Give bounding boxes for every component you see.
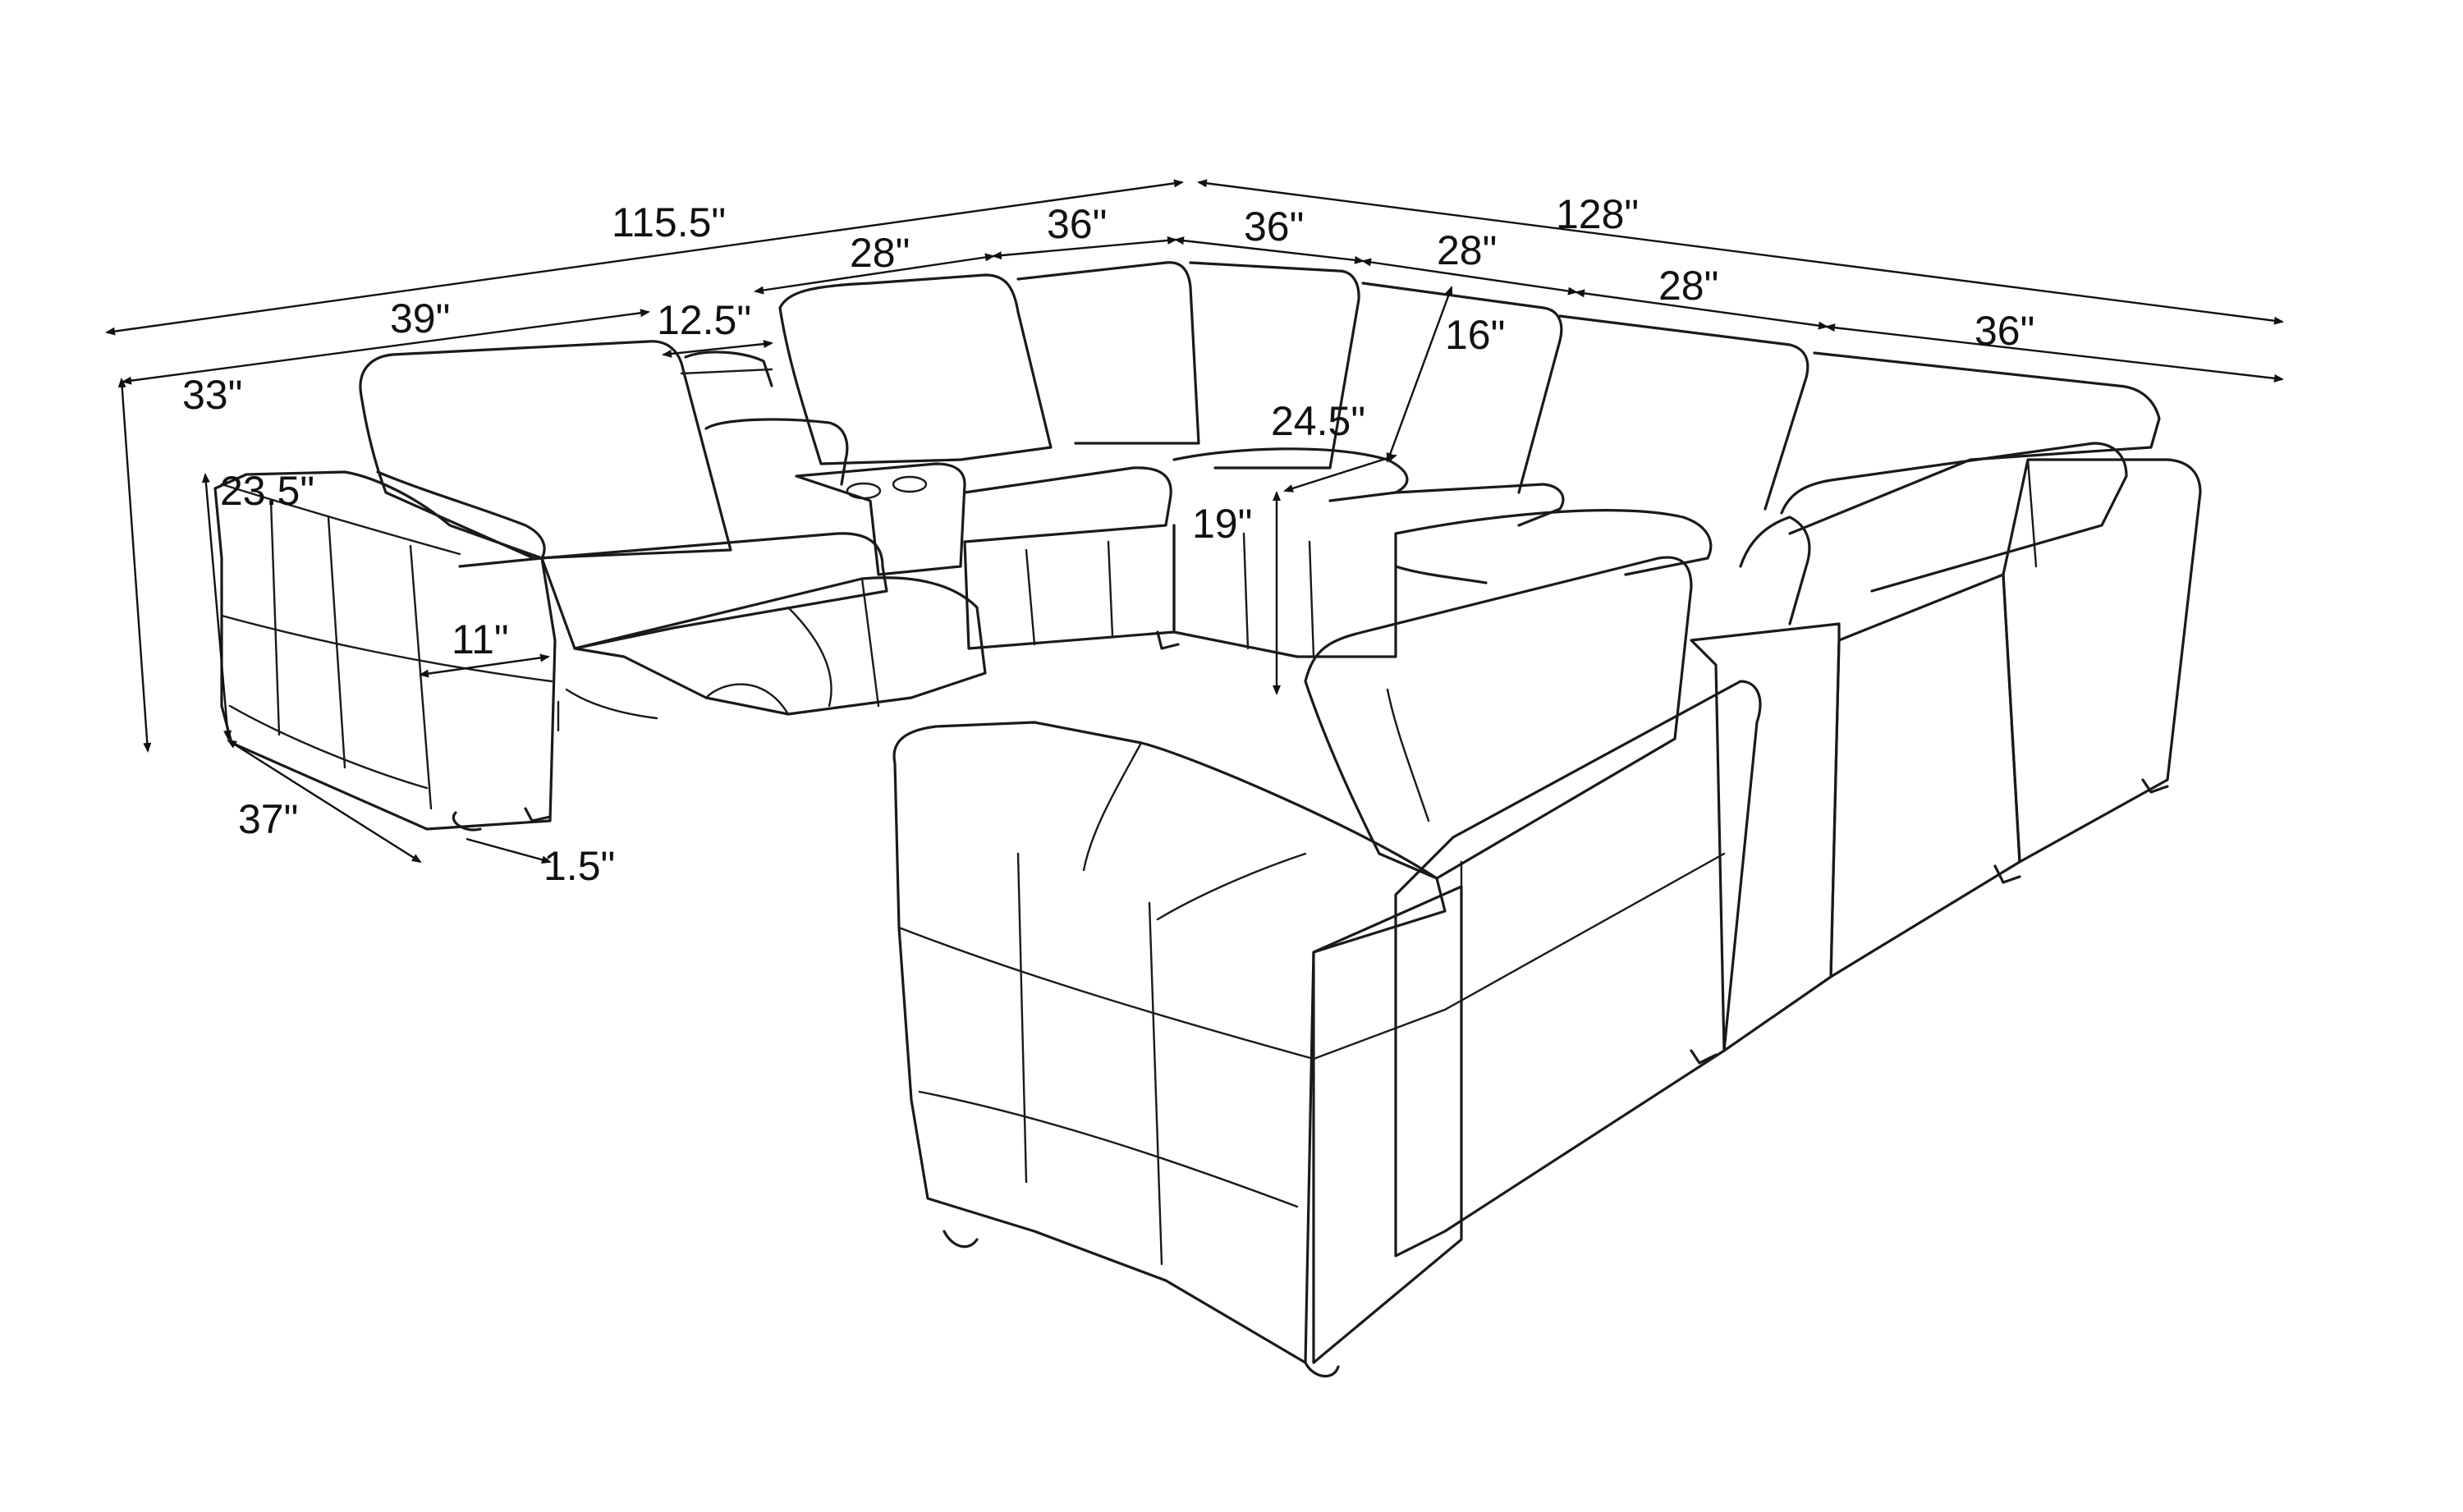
dim-armless-seat-width-b: 28" (1658, 263, 1718, 309)
dim-right-corner-width: 36" (1244, 204, 1304, 250)
dim-total-right-width: 128" (1556, 191, 1639, 237)
dim-left-corner-width: 36" (1047, 201, 1107, 247)
dim-seat-depth: 24.5" (1271, 398, 1365, 444)
dim-console-width: 12.5" (657, 297, 751, 343)
dim-armless-seat-width-a: 28" (1437, 227, 1497, 273)
dimension-labels: 115.5" 128" 39" 12.5" 28" 36" 36" 28" 28… (182, 191, 2034, 889)
dim-end-recliner-width: 36" (1975, 308, 2034, 354)
dim-total-left-width: 115.5" (612, 199, 726, 245)
dim-seat-height: 19" (1192, 501, 1252, 547)
dim-depth: 37" (238, 796, 298, 842)
dim-recliner-width: 39" (390, 296, 450, 341)
sofa-outline (213, 261, 2202, 1378)
dimension-lines (105, 179, 2284, 864)
dim-back-depth: 16" (1445, 312, 1505, 358)
dim-back-height: 33" (182, 372, 242, 418)
dim-arm-height: 23.5" (220, 468, 314, 514)
dim-left-seat-width: 28" (850, 230, 910, 276)
dim-arm-width: 11" (452, 616, 509, 662)
dim-leg-height: 1.5" (544, 843, 615, 889)
